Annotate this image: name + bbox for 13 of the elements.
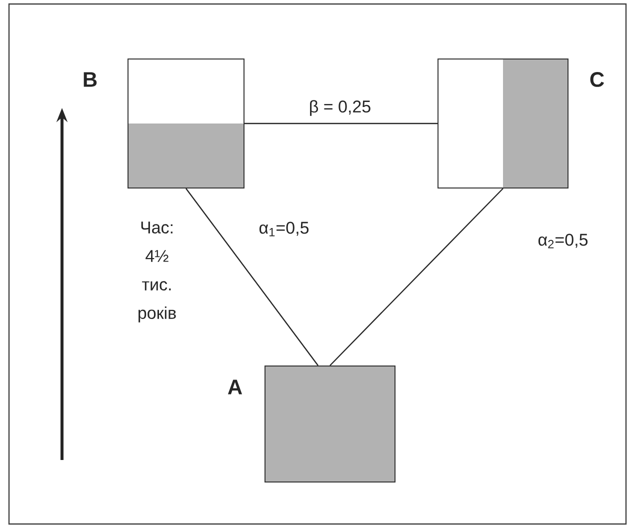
node-label: B [84, 72, 97, 87]
connector-line [186, 188, 318, 366]
edge-label: α$_{2}$=0,5 [536, 232, 590, 250]
connector-line [330, 188, 504, 366]
node-label: A [228, 380, 242, 394]
edge-label: β = 0,25 [308, 99, 372, 117]
node-label: C [590, 72, 604, 87]
edge-label: α$_{1}$=0,5 [258, 220, 310, 238]
time-label: Час: 4½ тис. років [138, 222, 176, 322]
connector-line [244, 122, 438, 124]
square-box: B [84, 58, 244, 188]
square-box: A [228, 365, 396, 482]
square-box: C [438, 58, 604, 188]
